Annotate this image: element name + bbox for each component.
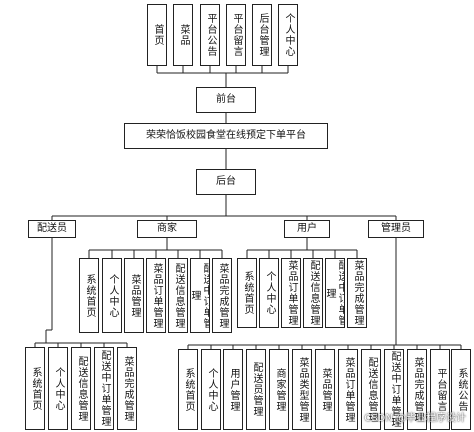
top-module-box-4: 后台管理 xyxy=(252,4,272,66)
admin-item-box-5: 菜品类型管理 xyxy=(292,349,312,430)
merchant-item-box-2: 菜品管理 xyxy=(124,258,144,333)
user-item-box-1: 个人中心 xyxy=(259,258,279,328)
user-item-box-4: 配送中订单管理 xyxy=(325,258,345,328)
admin-item-box-2: 用户管理 xyxy=(223,349,243,430)
watermark: CSDN @毕业程序设计 xyxy=(364,413,466,424)
admin-item-box-3: 配送员管理 xyxy=(246,349,266,430)
top-module-box-3: 平台留言 xyxy=(226,4,246,66)
admin-item-box-4: 商家管理 xyxy=(269,349,289,430)
delivery-item-box-4: 菜品完成管理 xyxy=(117,347,137,430)
back-box: 后台 xyxy=(196,169,256,195)
admin-item-box-12: 系统公告 xyxy=(451,349,471,430)
role-box-0: 配送员 xyxy=(28,220,76,238)
top-module-box-1: 菜品 xyxy=(173,4,193,66)
merchant-item-box-5: 配送中订单管理 xyxy=(190,258,210,333)
user-item-box-2: 菜品订单管理 xyxy=(281,258,301,328)
admin-item-box-7: 菜品订单管理 xyxy=(338,349,358,430)
top-module-box-0: 首页 xyxy=(147,4,167,66)
admin-item-box-9: 配送中订单管理 xyxy=(384,349,404,430)
delivery-item-box-1: 个人中心 xyxy=(48,347,68,430)
merchant-item-box-6: 菜品完成管理 xyxy=(212,258,232,333)
role-box-1: 商家 xyxy=(137,220,197,238)
delivery-item-box-3: 配送中订单管理 xyxy=(94,347,114,430)
user-item-box-5: 菜品完成管理 xyxy=(347,258,367,328)
delivery-item-box-2: 配送信息管理 xyxy=(71,347,91,430)
top-module-box-2: 平台公告 xyxy=(200,4,220,66)
merchant-item-box-3: 菜品订单管理 xyxy=(146,258,166,333)
role-box-3: 管理员 xyxy=(368,220,424,238)
front-box: 前台 xyxy=(196,87,256,113)
delivery-item-box-0: 系统首页 xyxy=(25,347,45,430)
admin-item-box-10: 菜品完成管理 xyxy=(407,349,427,430)
platform-title-box: 荣荣恰饭校园食堂在线预定下单平台 xyxy=(124,123,328,149)
user-item-box-3: 配送信息管理 xyxy=(303,258,323,328)
merchant-item-box-4: 配送信息管理 xyxy=(168,258,188,333)
admin-item-box-0: 系统首页 xyxy=(178,349,198,430)
role-box-2: 用户 xyxy=(284,220,330,238)
admin-item-box-11: 平台留言 xyxy=(430,349,450,430)
admin-item-box-6: 菜品管理 xyxy=(315,349,335,430)
merchant-item-box-0: 系统首页 xyxy=(79,258,99,333)
admin-item-box-8: 配送信息管理 xyxy=(361,349,381,430)
user-item-box-0: 系统首页 xyxy=(237,258,257,328)
merchant-item-box-1: 个人中心 xyxy=(102,258,122,333)
admin-item-box-1: 个人中心 xyxy=(201,349,221,430)
top-module-box-5: 个人中心 xyxy=(278,4,298,66)
